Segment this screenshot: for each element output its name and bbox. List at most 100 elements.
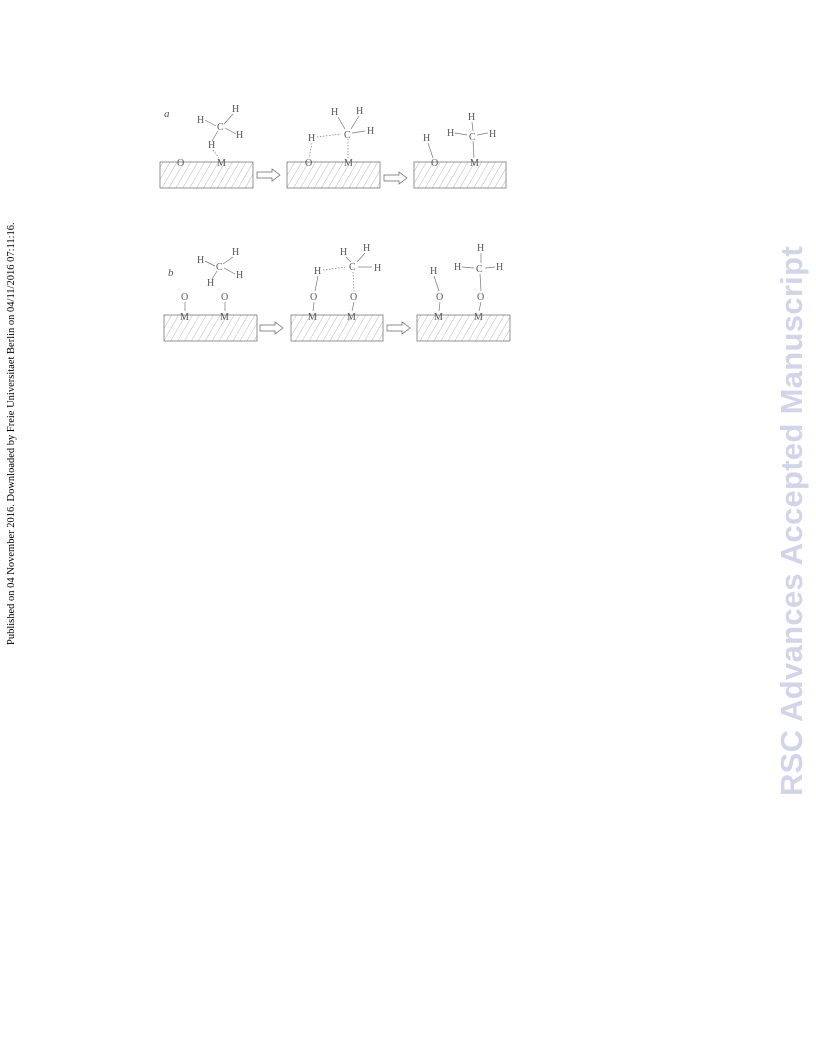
panel-a-step-2: O M H H H C H <box>286 106 381 189</box>
panel-a-step-3: O M H H C H H <box>413 112 507 189</box>
panel-a: a O M H H C H H O M H H H C H <box>159 104 507 189</box>
methyl-hydrogen: H <box>447 128 454 139</box>
interaction-dash <box>212 149 220 159</box>
methane-hydrogen: H <box>356 106 363 117</box>
surface-metal: M <box>347 312 356 323</box>
bond <box>211 130 219 142</box>
bond <box>433 275 440 292</box>
methane-carbon: C <box>216 262 223 273</box>
bond <box>345 256 352 263</box>
methane-carbon: C <box>344 130 351 141</box>
methane-hydrogen: H <box>367 126 374 137</box>
bond <box>223 267 236 275</box>
methane-hydrogen: H <box>232 247 239 258</box>
panel-b-step-3: O O M M H H C H H <box>416 243 511 342</box>
bond <box>337 116 346 130</box>
bond <box>476 132 489 136</box>
bond <box>438 301 441 312</box>
surface-metal: M <box>474 312 483 323</box>
bond <box>222 256 234 265</box>
catalyst-surface <box>416 314 511 342</box>
methane-hydrogen: H <box>363 243 370 254</box>
interaction-dash <box>352 271 355 292</box>
surface-metal: M <box>434 312 443 323</box>
reaction-arrow <box>386 321 411 335</box>
bond <box>350 115 360 130</box>
bond <box>356 252 366 263</box>
panel-b-letter: b <box>168 267 174 279</box>
panel-b: b O O M M H H C H H O O M M <box>163 243 511 342</box>
methane-carbon: C <box>349 262 356 273</box>
surface-metal: M <box>308 312 317 323</box>
bond <box>204 260 216 267</box>
bond <box>351 130 366 134</box>
bond <box>484 266 496 269</box>
methyl-hydrogen: H <box>496 262 503 273</box>
surface-metal: M <box>180 312 189 323</box>
bond <box>211 270 218 280</box>
adsorbed-oxygen: O <box>221 292 228 303</box>
hydroxyl-hydrogen: H <box>430 266 437 277</box>
interaction-dash <box>322 266 347 271</box>
methane-hydrogen: H <box>340 247 347 258</box>
surface-metal: M <box>220 312 229 323</box>
panel-a-letter: a <box>164 108 170 120</box>
transferred-hydrogen: H <box>308 133 315 144</box>
hydroxyl-hydrogen: H <box>423 133 430 144</box>
catalyst-surface <box>163 314 258 342</box>
catalyst-surface <box>290 314 384 342</box>
methane-hydrogen: H <box>208 140 215 151</box>
adsorbed-oxygen: O <box>350 292 357 303</box>
interaction-dash <box>316 133 342 138</box>
surface-metal: M <box>217 158 226 169</box>
catalyst-surface <box>413 161 507 189</box>
methane-hydrogen: H <box>236 270 243 281</box>
bond <box>471 121 474 132</box>
surface-oxygen: O <box>305 158 312 169</box>
methane-hydrogen: H <box>197 115 204 126</box>
reaction-arrow <box>383 171 408 185</box>
catalyst-surface <box>159 161 254 189</box>
panel-b-step-2: O O M M H H H C H <box>290 243 384 342</box>
adsorbed-oxygen: O <box>477 292 484 303</box>
methyl-carbon: C <box>476 264 483 275</box>
methyl-hydrogen: H <box>477 243 484 254</box>
panel-a-step-1: O M H H C H H <box>159 104 254 189</box>
surface-metal: M <box>344 158 353 169</box>
adsorbed-oxygen: O <box>181 292 188 303</box>
methane-hydrogen: H <box>197 255 204 266</box>
methyl-hydrogen: H <box>454 262 461 273</box>
interaction-dash <box>308 142 313 159</box>
adsorbed-oxygen: O <box>436 292 443 303</box>
panel-b-step-1: O O M M H H C H H <box>163 247 258 342</box>
bond <box>478 301 482 312</box>
transferred-hydrogen: H <box>314 266 321 277</box>
methyl-hydrogen: H <box>489 129 496 140</box>
methyl-carbon: C <box>469 132 476 143</box>
reaction-arrow <box>259 321 284 335</box>
methane-carbon: C <box>217 122 224 133</box>
bond <box>351 301 355 312</box>
adsorbed-oxygen: O <box>310 292 317 303</box>
bond <box>223 113 234 125</box>
methyl-hydrogen: H <box>468 112 475 123</box>
bond <box>314 275 319 292</box>
bond <box>427 142 434 159</box>
bond <box>454 132 468 136</box>
bond <box>312 301 315 312</box>
surface-metal: M <box>470 158 479 169</box>
surface-oxygen: O <box>177 158 184 169</box>
catalyst-surface <box>286 161 381 189</box>
reaction-arrow <box>256 168 281 182</box>
methane-hydrogen: H <box>374 263 381 274</box>
methane-hydrogen: H <box>232 104 239 115</box>
bond <box>479 273 482 292</box>
bond <box>461 266 475 269</box>
bond <box>224 127 237 135</box>
surface-oxygen: O <box>431 158 438 169</box>
methane-hydrogen: H <box>331 107 338 118</box>
methane-hydrogen: H <box>236 130 243 141</box>
bond <box>204 119 217 127</box>
methane-hydrogen: H <box>207 278 214 289</box>
